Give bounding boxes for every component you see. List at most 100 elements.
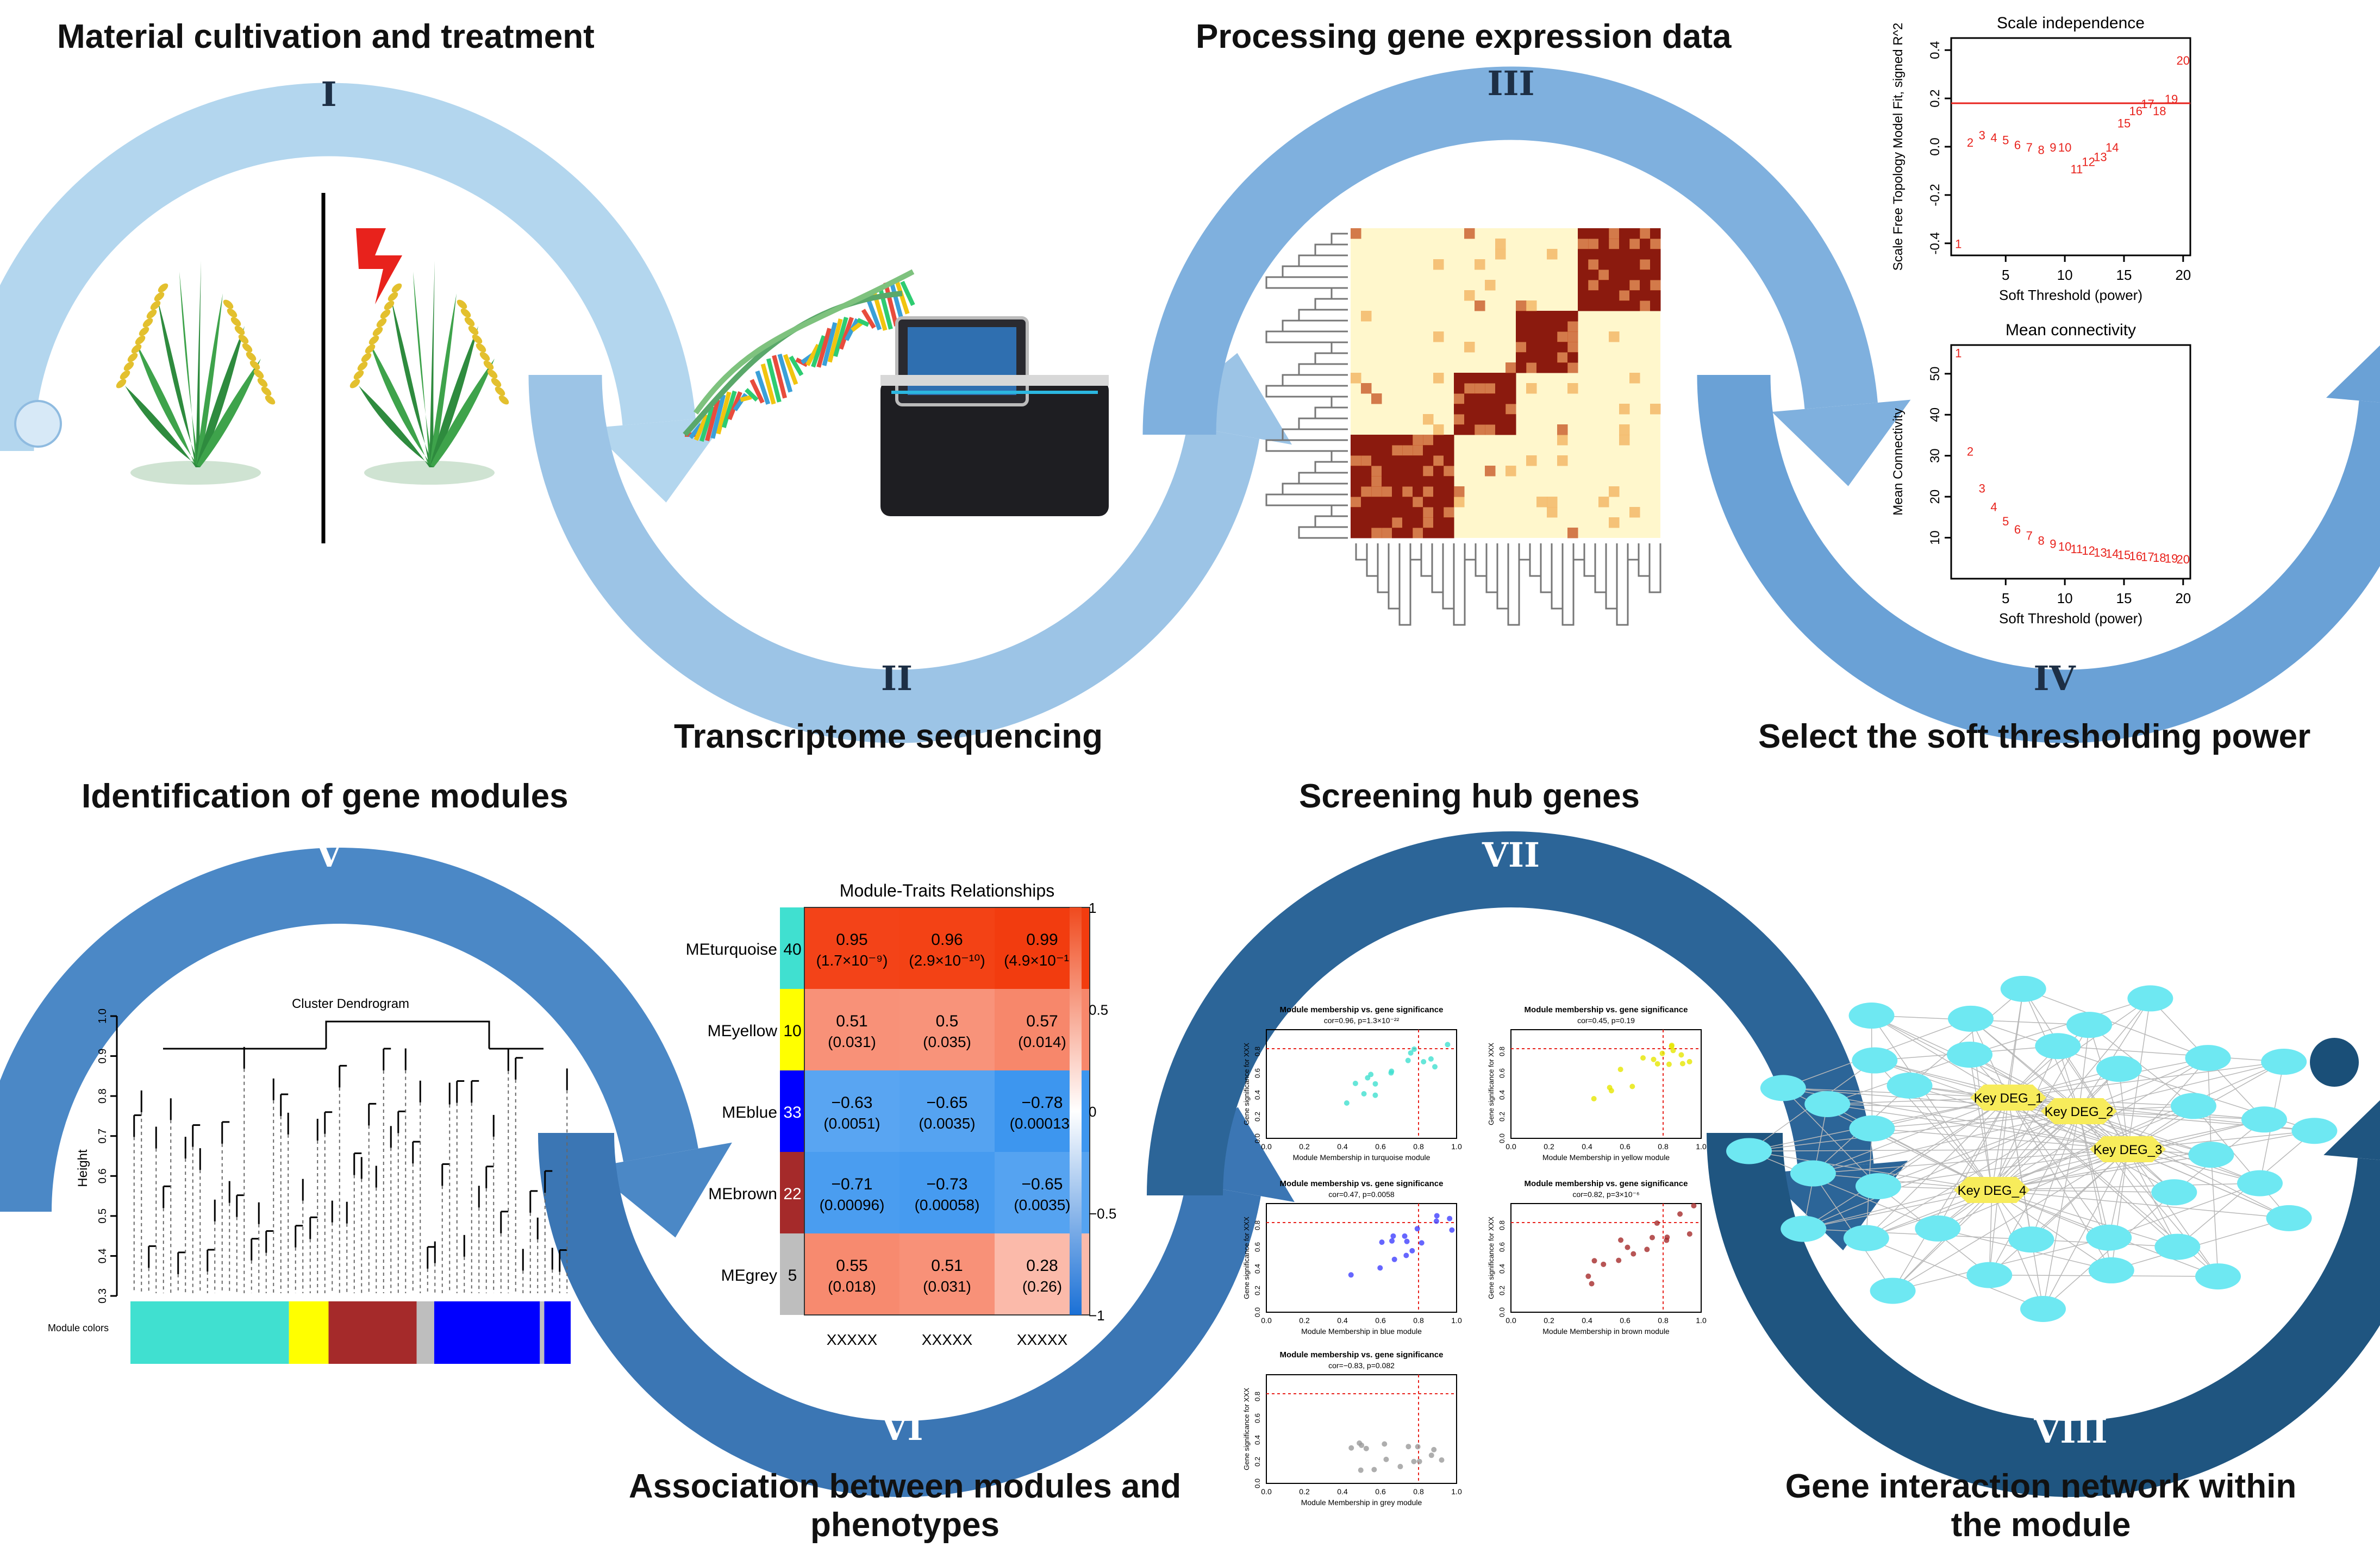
heatmap-cell <box>1413 497 1423 508</box>
heatmap-cell <box>1609 517 1620 528</box>
scatter-point <box>1666 1062 1672 1067</box>
heatmap-cell <box>1382 507 1392 518</box>
tree-branch <box>1421 543 1432 576</box>
heatmap-cell <box>1351 445 1361 456</box>
heatmap-cell <box>1413 466 1423 477</box>
heatmap-cell <box>1578 270 1589 280</box>
heatmap-cell <box>1640 228 1651 239</box>
scatter-xtick-label: 0.8 <box>1413 1142 1424 1151</box>
heatmap-cell <box>1557 455 1568 466</box>
heatmap-cell <box>1506 373 1516 384</box>
heatmap-cell <box>1464 424 1475 435</box>
heatmap-cell <box>1629 373 1640 384</box>
network-node <box>1760 1075 1806 1101</box>
scatter-ytick-label: 0.6 <box>1498 1068 1506 1078</box>
scatter-point <box>1664 1235 1670 1240</box>
heatmap-cell <box>1526 300 1537 311</box>
scatter-xtick-label: 0.0 <box>1261 1487 1272 1496</box>
scatter-xtick-label: 1.0 <box>1451 1142 1462 1151</box>
scale-independence-point-label: 20 <box>2177 54 2190 67</box>
scatter-ytick-label: 0.2 <box>1253 1286 1261 1295</box>
scatter-point <box>1368 1072 1373 1077</box>
scale-independence-point-label: 11 <box>2070 162 2083 176</box>
scatter-stat: cor=−0.83, p=0.082 <box>1328 1361 1395 1370</box>
key-gene-label: Key DEG_3 <box>2094 1143 2163 1157</box>
network-node <box>2086 1225 2132 1251</box>
scatter-xtick-label: 0.6 <box>1620 1142 1631 1151</box>
network-node <box>2151 1179 2197 1205</box>
mean-connectivity-point-label: 3 <box>1979 482 1985 496</box>
heatmap-cell <box>1464 393 1475 404</box>
scatter-xtick-label: 1.0 <box>1696 1316 1707 1325</box>
heatmap-cell <box>1454 383 1465 394</box>
scatter-ytick-label: 0.2 <box>1498 1112 1506 1122</box>
heatmap-cell <box>1629 239 1640 249</box>
heatmap-cell <box>1423 466 1434 477</box>
step-3-title: Processing gene expression data <box>1196 17 1732 56</box>
heatmap-cell <box>1382 445 1392 456</box>
network-node <box>1781 1216 1826 1242</box>
heatmap-cell <box>1361 383 1372 394</box>
scale-independence-point-label: 15 <box>2117 116 2131 130</box>
dendrogram-ylabel: Height <box>76 1149 90 1187</box>
scale-independence-xtick-label: 15 <box>2116 267 2132 283</box>
scatter-point <box>1403 1252 1409 1258</box>
scatter-point <box>1434 1213 1440 1218</box>
heatmap-cell <box>1433 476 1444 487</box>
sequencer-icon <box>880 318 1109 516</box>
heatmap-cell <box>1392 455 1403 466</box>
scatter-point <box>1631 1251 1636 1257</box>
scatter-xtick-label: 0.4 <box>1337 1316 1348 1325</box>
heatmap-cell <box>1536 352 1547 363</box>
scatter-point <box>1447 1216 1452 1221</box>
heatmap-cell <box>1371 393 1382 404</box>
scale-independence-ytick-label: 0.0 <box>1928 137 1942 155</box>
scale-independence-point-label: 10 <box>2058 141 2071 154</box>
heatmap-cell <box>1526 383 1537 394</box>
heatmap-cell <box>1506 383 1516 394</box>
heatmap-cell <box>1567 331 1578 342</box>
roman-numeral-8: VIII <box>2033 1411 2107 1451</box>
mean-connectivity-xtick-label: 15 <box>2116 590 2132 606</box>
scatter-point <box>1415 1444 1421 1450</box>
scatter-point <box>1389 1238 1395 1244</box>
scatter-ytick-label: 0.0 <box>1498 1307 1506 1317</box>
heatmap-cell <box>1506 362 1516 373</box>
heatmap-cell <box>1351 466 1361 477</box>
heatmap-cell <box>1464 228 1475 239</box>
module-color-segment <box>130 1301 289 1364</box>
trait-cell-p: (0.0051) <box>823 1115 880 1132</box>
heatmap-cell <box>1578 249 1589 260</box>
scatter-point <box>1687 1059 1692 1064</box>
scatter-point <box>1397 1464 1403 1469</box>
scatter-point <box>1669 1043 1675 1048</box>
scatter-ytick-label: 0.0 <box>1253 1133 1261 1143</box>
dendrogram-top-branches <box>163 1022 544 1049</box>
heatmap-cell <box>1495 404 1506 415</box>
scatter-stat: cor=0.96, p=1.3×10⁻²² <box>1324 1016 1400 1025</box>
step-2-title: Transcriptome sequencing <box>674 717 1103 756</box>
heatmap-cell <box>1557 424 1568 435</box>
scatter-point <box>1449 1227 1454 1233</box>
scatter-ytick-label: 0.8 <box>1253 1220 1261 1230</box>
heatmap-cell <box>1650 290 1661 301</box>
heatmap-cell <box>1495 424 1506 435</box>
heatmap-cell <box>1526 455 1537 466</box>
scatter-point <box>1421 1059 1426 1064</box>
tree-branch <box>1476 543 1486 576</box>
heatmap-cell <box>1402 466 1413 477</box>
heatmap-cell <box>1433 507 1444 518</box>
tree-branch <box>1389 543 1400 609</box>
network-node <box>2066 1012 2112 1038</box>
heatmap-cell <box>1516 352 1527 363</box>
tree-branch <box>1628 543 1639 560</box>
dendrogram-ytick-label: 0.5 <box>97 1208 109 1224</box>
scatter-point <box>1417 1459 1422 1464</box>
scale-independence-point-label: 19 <box>2165 92 2178 106</box>
mean-connectivity-ytick-label: 50 <box>1928 366 1942 381</box>
scatter-ytick-label: 0.0 <box>1253 1307 1261 1317</box>
trait-cell-r: −0.73 <box>927 1175 968 1193</box>
trait-cell-r: −0.78 <box>1022 1094 1063 1112</box>
mean-connectivity-point-label: 5 <box>2002 515 2009 528</box>
heatmap-cell <box>1526 352 1537 363</box>
